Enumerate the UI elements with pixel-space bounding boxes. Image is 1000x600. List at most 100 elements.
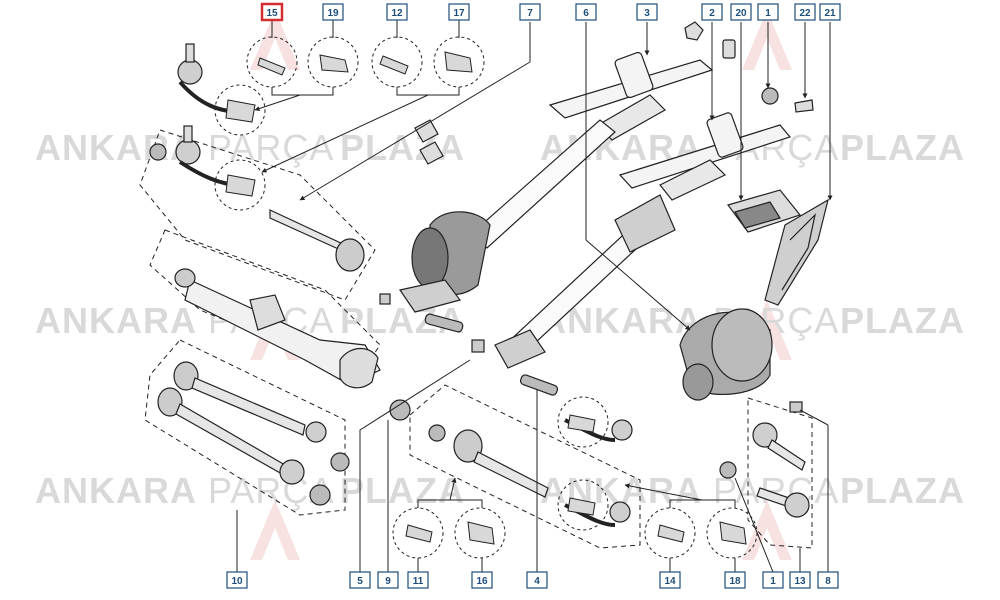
steering-rack <box>174 268 381 389</box>
callout-1-top-label: 1 <box>765 8 771 19</box>
callout-9: 9 <box>377 571 399 589</box>
callout-16-label: 16 <box>476 576 488 587</box>
callout-14: 14 <box>659 571 681 589</box>
callout-1-bottom-label: 1 <box>770 576 776 587</box>
callout-12-label: 12 <box>391 8 403 19</box>
callout-18: 18 <box>724 571 746 589</box>
callout-13-label: 13 <box>794 576 806 587</box>
detail-circle-lower-plug <box>214 159 266 211</box>
callout-3: 3 <box>636 3 658 21</box>
watermark-word-parca: PARÇA <box>713 470 839 511</box>
outline-right-ball-joints <box>747 397 813 549</box>
outline-lower-left-tie-rods <box>144 339 346 516</box>
callout-20: 20 <box>730 3 752 21</box>
connector-details <box>225 51 747 545</box>
callout-7: 7 <box>519 3 541 21</box>
clip-upper <box>414 119 439 143</box>
detail-circle-upper-plug <box>214 84 266 136</box>
nut-right-top <box>789 401 803 413</box>
callout-10-label: 10 <box>231 576 243 587</box>
column-hardware <box>414 21 814 165</box>
callout-15: 15 <box>260 2 284 22</box>
tie-rod-end-lower-a <box>173 361 199 391</box>
watermark-word-plaza: PLAZA <box>840 127 965 168</box>
washer-9 <box>389 399 411 421</box>
ball-joint-center-a <box>611 419 633 441</box>
callout-22-label: 22 <box>799 8 811 19</box>
callout-15-label: 15 <box>266 8 278 19</box>
detail-circle-17 <box>433 36 485 88</box>
nut-rack-right <box>471 339 485 353</box>
column-lock-housing-lower <box>706 112 744 158</box>
nut-top <box>684 21 704 41</box>
tie-rods-left <box>149 43 485 506</box>
detail-circle-16 <box>454 507 506 559</box>
callout-labels: 15 19 12 17 7 6 3 2 <box>226 2 841 589</box>
callout-3-label: 3 <box>644 8 650 19</box>
callout-19: 19 <box>322 3 344 21</box>
ball-joint-center-b <box>609 501 631 523</box>
tie-rod-center <box>473 451 549 498</box>
washer-left <box>149 143 167 161</box>
tie-rod-end-lower-b <box>157 387 183 417</box>
universal-joint-mid <box>614 194 676 253</box>
column-lock-housing-upper <box>614 51 654 99</box>
pinch-bolt-lower <box>519 374 559 396</box>
detail-circle-14 <box>644 507 696 559</box>
watermark-word-plaza: PLAZA <box>840 300 965 341</box>
tie-rod-upper-left <box>269 209 346 253</box>
callout-1-top: 1 <box>757 3 779 21</box>
washer-lower-left-b <box>309 484 331 506</box>
screw-22 <box>794 99 814 113</box>
steering-column-upper <box>399 51 714 333</box>
tie-rod-lower-a <box>191 377 306 436</box>
callout-6: 6 <box>575 3 597 21</box>
group-outlines <box>139 129 813 549</box>
callout-22: 22 <box>794 3 816 21</box>
rubber-gaiter <box>679 308 773 401</box>
steering-column-lower <box>494 112 792 396</box>
callout-7-label: 7 <box>527 8 533 19</box>
detail-circle-12 <box>371 36 423 88</box>
callout-21: 21 <box>819 3 841 21</box>
bushing-1 <box>761 87 779 105</box>
callout-18-label: 18 <box>729 576 741 587</box>
callout-5: 5 <box>349 571 371 589</box>
callout-1-bottom: 1 <box>762 571 784 589</box>
watermark-word-plaza: PLAZA <box>340 470 465 511</box>
watermark-word-ankara: ANKARA <box>35 300 197 341</box>
callout-21-label: 21 <box>824 8 836 19</box>
callout-12: 12 <box>386 3 408 21</box>
washer-lower-left-a <box>330 452 350 472</box>
detail-circle-center-end-b <box>557 479 609 531</box>
watermark-word-plaza: PLAZA <box>840 470 965 511</box>
callout-2: 2 <box>701 3 723 21</box>
watermark: ANKARA PARÇA PLAZA ANKARA PARÇA PLAZA AN… <box>35 10 965 560</box>
callout-10: 10 <box>226 571 248 589</box>
bolt-top <box>722 39 736 59</box>
leader-lines <box>236 20 833 573</box>
watermark-word-ankara: ANKARA <box>35 127 197 168</box>
watermark-word-ankara: ANKARA <box>35 470 197 511</box>
callout-13: 13 <box>789 571 811 589</box>
inner-tie-rod-center <box>453 429 483 463</box>
watermark-row-middle: ANKARA PARÇA PLAZA ANKARA PARÇA PLAZA <box>35 300 965 341</box>
pinch-bolt-upper <box>424 313 464 333</box>
callout-14-label: 14 <box>664 576 676 587</box>
callout-11: 11 <box>407 571 429 589</box>
callout-6-label: 6 <box>583 8 589 19</box>
callout-19-label: 19 <box>327 8 339 19</box>
callout-4: 4 <box>526 571 548 589</box>
callout-17: 17 <box>448 3 470 21</box>
callout-4-label: 4 <box>534 576 540 587</box>
watermark-word-plaza: PLAZA <box>340 127 465 168</box>
nut-rack-left <box>379 293 391 305</box>
detail-circle-15 <box>246 36 298 88</box>
callout-17-label: 17 <box>453 8 465 19</box>
callout-8: 8 <box>817 571 839 589</box>
callout-8-label: 8 <box>825 576 831 587</box>
detail-circle-11 <box>392 507 444 559</box>
watermark-word-parca: PARÇA <box>208 127 334 168</box>
